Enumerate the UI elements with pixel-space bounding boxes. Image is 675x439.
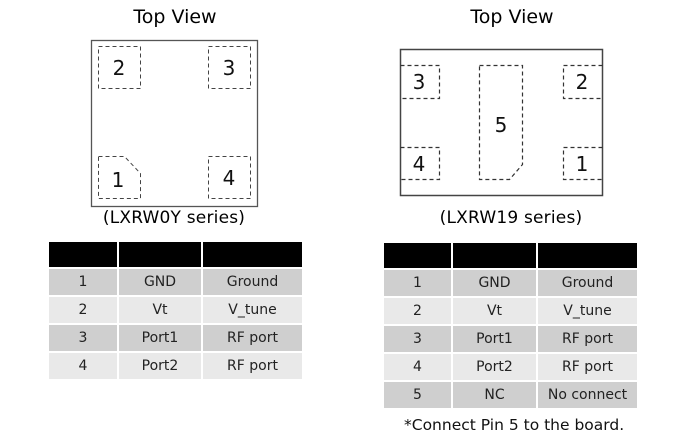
right-header-cell [384, 243, 451, 268]
right-pin-table: 1 GND Ground 2 Vt V_tune 3 Port1 RF port… [382, 241, 639, 410]
right-package-outline [399, 48, 604, 197]
right-pad-4-label: 4 [413, 152, 426, 176]
pin-number: 2 [384, 298, 451, 324]
right-header-cell [538, 243, 637, 268]
pin-number: 3 [384, 326, 451, 352]
left-pad-1-label: 1 [112, 168, 125, 192]
left-header-cell [203, 242, 302, 267]
pin-function: No connect [538, 382, 637, 408]
left-header-cell [49, 242, 117, 267]
table-row: 5 NC No connect [384, 382, 637, 408]
pin-number: 5 [384, 382, 451, 408]
left-pad-3: 3 [208, 46, 251, 89]
right-pad-4: 4 [400, 146, 441, 181]
left-pin-table: 1 GND Ground 2 Vt V_tune 3 Port1 RF port… [47, 240, 304, 381]
right-pad-1: 1 [562, 146, 603, 181]
pin-symbol: Vt [119, 297, 201, 323]
pin-symbol: NC [453, 382, 536, 408]
pin-function: Ground [203, 269, 302, 295]
left-pad-2: 2 [98, 46, 141, 89]
pin-number: 1 [49, 269, 117, 295]
pin-function: Ground [538, 270, 637, 296]
pin-number: 3 [49, 325, 117, 351]
left-pad-2-label: 2 [113, 56, 126, 80]
table-row: 1 GND Ground [49, 269, 302, 295]
pin-symbol: Port1 [119, 325, 201, 351]
pin-function: RF port [203, 353, 302, 379]
right-pad-5-label: 5 [495, 113, 508, 137]
right-pad-5: 5 [478, 64, 524, 181]
pin-number: 1 [384, 270, 451, 296]
pin-function: V_tune [538, 298, 637, 324]
left-pad-1: 1 [98, 156, 141, 199]
right-title: Top View [470, 6, 554, 28]
pin-function: V_tune [203, 297, 302, 323]
pin-symbol: Port2 [119, 353, 201, 379]
right-pad-1-label: 1 [576, 152, 589, 176]
left-pad-4-label: 4 [223, 166, 236, 190]
pin-number: 4 [384, 354, 451, 380]
table-row: 2 Vt V_tune [49, 297, 302, 323]
right-header-cell [453, 243, 536, 268]
table-row: 4 Port2 RF port [49, 353, 302, 379]
left-header-cell [119, 242, 201, 267]
table-row: 2 Vt V_tune [384, 298, 637, 324]
left-caption: (LXRW0Y series) [102, 208, 246, 228]
right-pad-3-label: 3 [413, 70, 426, 94]
left-pad-4: 4 [208, 156, 251, 199]
pin-function: RF port [538, 326, 637, 352]
pin-symbol: GND [453, 270, 536, 296]
right-pad-2: 2 [562, 64, 603, 100]
left-pad-3-label: 3 [223, 56, 236, 80]
table-row: 3 Port1 RF port [49, 325, 302, 351]
pin-function: RF port [203, 325, 302, 351]
pin-symbol: Port1 [453, 326, 536, 352]
right-pad-2-label: 2 [576, 70, 589, 94]
right-table-header [384, 243, 637, 268]
pin-number: 2 [49, 297, 117, 323]
pin-symbol: Vt [453, 298, 536, 324]
left-package-outline [90, 39, 259, 208]
footnote: *Connect Pin 5 to the board. [404, 416, 625, 434]
pin-symbol: Port2 [453, 354, 536, 380]
pin-function: RF port [538, 354, 637, 380]
right-pad-3: 3 [400, 64, 441, 100]
table-row: 4 Port2 RF port [384, 354, 637, 380]
left-title: Top View [133, 6, 217, 28]
table-row: 1 GND Ground [384, 270, 637, 296]
pin-number: 4 [49, 353, 117, 379]
table-row: 3 Port1 RF port [384, 326, 637, 352]
left-table-header [49, 242, 302, 267]
pin-symbol: GND [119, 269, 201, 295]
right-caption: (LXRW19 series) [439, 208, 583, 228]
